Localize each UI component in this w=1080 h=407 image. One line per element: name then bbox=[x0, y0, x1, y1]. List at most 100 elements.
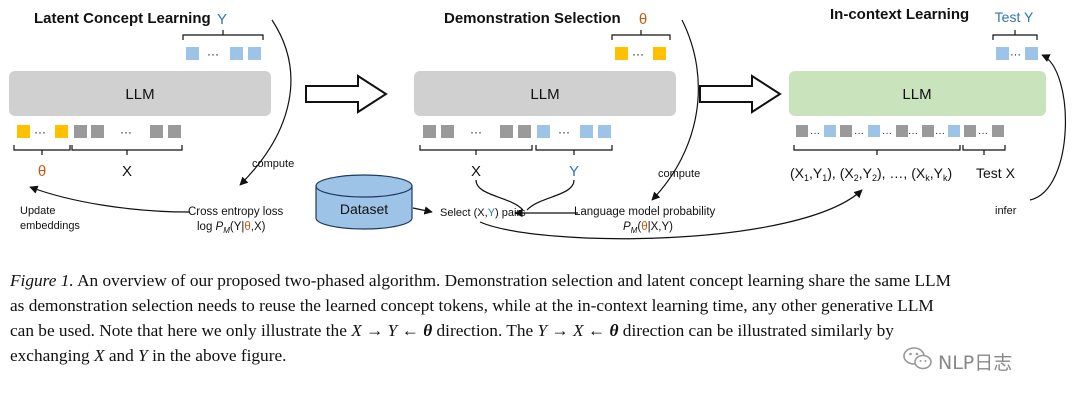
panel2-prob-formula: PM(θ|X,Y) bbox=[623, 221, 673, 235]
caption-text-3c: direction can be illustrated similarly b… bbox=[618, 321, 894, 340]
token-gray bbox=[150, 125, 163, 138]
panel3-test-y-brace bbox=[992, 30, 1038, 40]
token-gray bbox=[91, 125, 104, 138]
stage-arrow-1 bbox=[305, 74, 388, 114]
dataset-label: Dataset bbox=[340, 201, 388, 217]
panel2-x-dots: ··· bbox=[470, 125, 482, 139]
caption-text-4b: and bbox=[104, 346, 139, 365]
panel1-compute-arrow bbox=[239, 19, 292, 186]
panel1-update-arrow bbox=[29, 185, 191, 213]
panel3-pairs-brace bbox=[793, 145, 961, 155]
panel1-update-label-line1: Update bbox=[20, 205, 55, 217]
panel2-theta-label: θ bbox=[639, 11, 647, 28]
token-blue bbox=[996, 47, 1009, 60]
dataset-to-select-arrow bbox=[412, 206, 433, 215]
caption-text-3a: can be used. Note that here we only illu… bbox=[10, 321, 352, 340]
panel1-y-tokens bbox=[186, 47, 261, 60]
token-gray bbox=[922, 125, 934, 137]
token-yellow bbox=[17, 125, 30, 138]
panel2-input-tokens bbox=[423, 125, 611, 138]
token-blue bbox=[248, 47, 261, 60]
panel1-y-label: Y bbox=[217, 11, 227, 28]
token-dots: ··· bbox=[935, 128, 945, 139]
token-blue bbox=[537, 125, 550, 138]
panel2-theta-brace bbox=[611, 30, 671, 40]
panel1-x-brace bbox=[71, 145, 183, 155]
panel1-llm-label: LLM bbox=[125, 86, 154, 103]
math-theta: θ bbox=[609, 321, 619, 340]
math-x: X bbox=[573, 321, 584, 340]
arrow-left: ← bbox=[397, 321, 424, 340]
panel1-y-dots: ··· bbox=[207, 47, 219, 61]
token-gray bbox=[964, 125, 976, 137]
panel2-xy-join bbox=[475, 179, 575, 211]
panel3-test-x-brace bbox=[962, 145, 1006, 155]
token-gray bbox=[796, 125, 808, 137]
panel3-llm-label: LLM bbox=[902, 86, 931, 103]
arrow-left: ← bbox=[583, 321, 610, 340]
token-gray bbox=[840, 125, 852, 137]
panel2-y-dots: ··· bbox=[558, 125, 570, 139]
panel2-title: Demonstration Selection bbox=[444, 10, 621, 27]
caption-text-4c: in the above figure. bbox=[147, 346, 287, 365]
panel1-y-brace bbox=[182, 30, 264, 40]
math-x: X bbox=[93, 346, 105, 365]
panel1-title: Latent Concept Learning bbox=[34, 10, 211, 27]
caption-text-1: An overview of our proposed two-phased a… bbox=[77, 271, 951, 290]
caption-text-3b: direction. The bbox=[432, 321, 538, 340]
panel2-y-brace bbox=[535, 145, 613, 155]
token-blue bbox=[824, 125, 836, 137]
token-yellow bbox=[653, 47, 666, 60]
token-gray bbox=[74, 125, 87, 138]
panel1-x-label: X bbox=[122, 163, 132, 180]
token-blue bbox=[868, 125, 880, 137]
panel3-test-x-label: Test X bbox=[976, 165, 1016, 181]
math-theta: θ bbox=[423, 321, 433, 340]
caption-line-3: can be used. Note that here we only illu… bbox=[10, 318, 1062, 343]
dataset-cylinder bbox=[315, 174, 413, 230]
panel1-input-tokens bbox=[17, 125, 181, 138]
panel2-llm-box bbox=[414, 71, 676, 116]
token-gray bbox=[992, 125, 1004, 137]
panel2-theta-dots: ··· bbox=[632, 47, 644, 61]
token-gray bbox=[168, 125, 181, 138]
figure-caption: Figure 1. An overview of our proposed tw… bbox=[10, 268, 1062, 368]
panel3-pairs-label: (X1,Y1), (X2,Y2), …, (Xk,Yk) bbox=[790, 165, 952, 183]
figure-label: Figure 1. bbox=[10, 271, 74, 290]
token-gray bbox=[518, 125, 531, 138]
panel1-x-dots: ··· bbox=[120, 125, 132, 139]
arrow-right: → bbox=[361, 321, 388, 340]
panel2-x-brace bbox=[419, 145, 533, 155]
select-to-incontext-arrow bbox=[479, 189, 863, 240]
math-x: X bbox=[351, 321, 362, 340]
token-gray bbox=[500, 125, 513, 138]
panel2-prob-label: Language model probability bbox=[574, 206, 716, 218]
algorithm-overview-figure: Latent Concept Learning Y ··· LLM ··· ··… bbox=[9, 6, 1067, 240]
panel1-theta-brace bbox=[13, 145, 71, 155]
panel3-input-tokens bbox=[796, 125, 1004, 137]
panel1-theta-dots: ··· bbox=[34, 125, 46, 139]
panel3-infer-label: infer bbox=[995, 205, 1017, 217]
token-dots: ··· bbox=[810, 128, 820, 139]
token-blue bbox=[230, 47, 243, 60]
panel2-compute-label: compute bbox=[658, 168, 700, 180]
token-gray bbox=[441, 125, 454, 138]
token-blue bbox=[948, 125, 960, 137]
token-gray bbox=[896, 125, 908, 137]
watermark-text: NLP日志 bbox=[938, 352, 1013, 374]
panel3-llm-box bbox=[789, 71, 1046, 116]
caption-text-4a: exchanging bbox=[10, 346, 94, 365]
token-yellow bbox=[55, 125, 68, 138]
panel2-x-label: X bbox=[471, 163, 481, 180]
token-blue bbox=[1025, 47, 1038, 60]
panel3-title: In-context Learning bbox=[830, 6, 969, 23]
token-gray bbox=[423, 125, 436, 138]
caption-line-1: Figure 1. An overview of our proposed tw… bbox=[10, 268, 1062, 293]
math-y: Y bbox=[537, 321, 548, 340]
token-blue bbox=[598, 125, 611, 138]
panel2-compute-arrow bbox=[651, 19, 699, 201]
caption-line-2: as demonstration selection needs to reus… bbox=[10, 293, 1062, 318]
math-y: Y bbox=[138, 346, 148, 365]
panel3-test-y-dots: ··· bbox=[1010, 49, 1021, 61]
panel1-update-label-line2: embeddings bbox=[20, 220, 80, 232]
